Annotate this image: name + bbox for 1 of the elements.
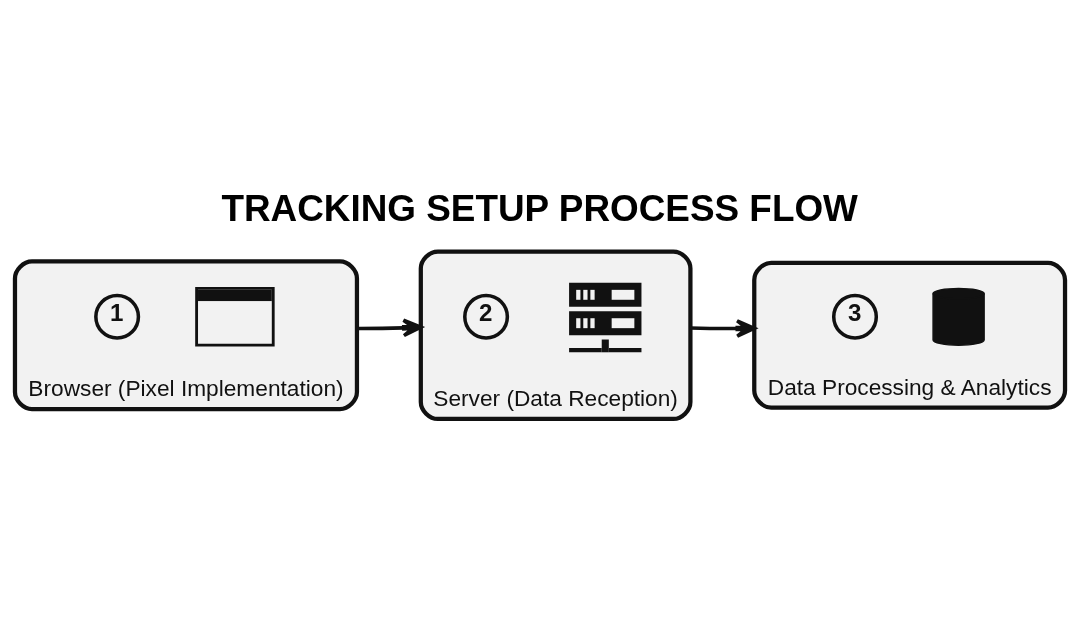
- diagram-title: TRACKING SETUP PROCESS FLOW: [221, 187, 858, 229]
